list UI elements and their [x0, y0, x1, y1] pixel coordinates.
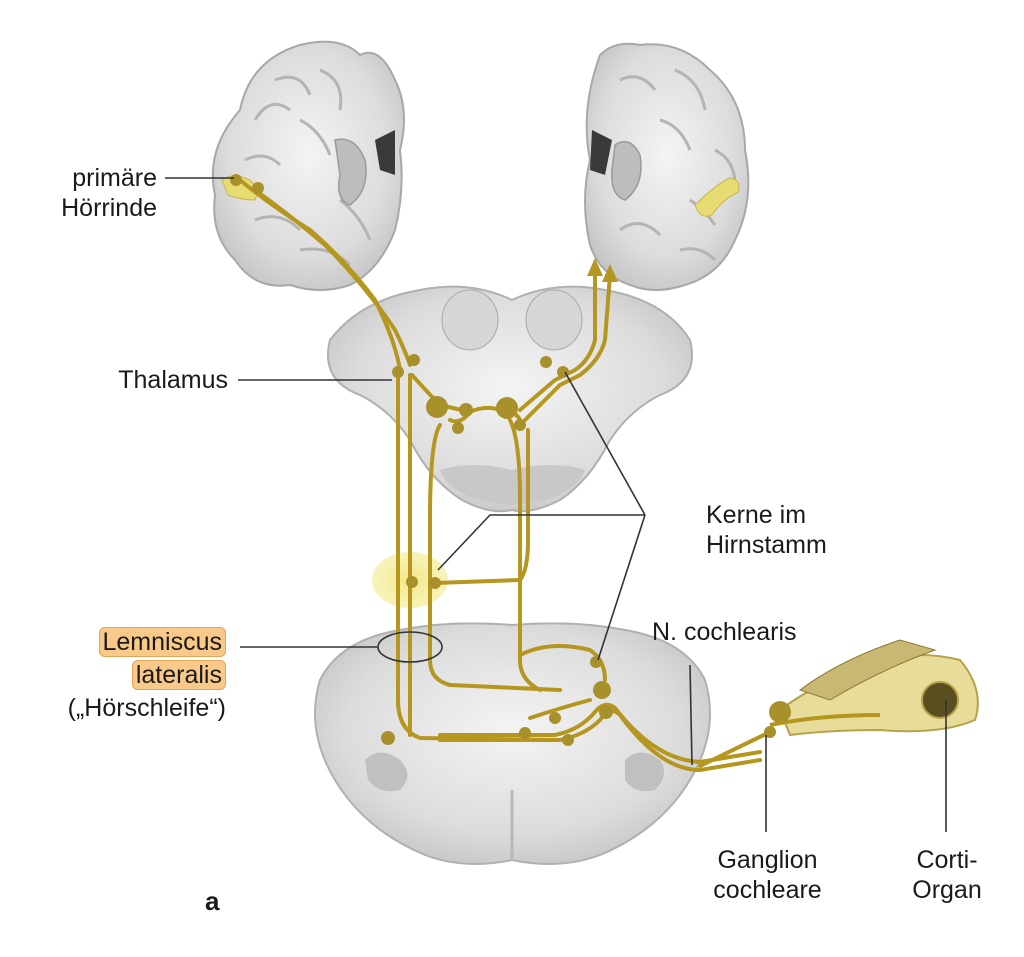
- pathway-arrowheads: [587, 258, 618, 282]
- cochlea-organ: [769, 639, 979, 737]
- medulla-section: [314, 622, 711, 865]
- label-thalamus: Thalamus: [118, 366, 228, 394]
- label-lemniscus-line1: Lemniscus: [98, 627, 226, 657]
- label-lemniscus: Lemniscus lateralis („Hörschleife“): [0, 627, 226, 723]
- nucleus-dot: [406, 576, 418, 588]
- nucleus-dot: [549, 712, 561, 724]
- nucleus-dot: [593, 681, 611, 699]
- label-primary-cortex-line1: primäre: [72, 164, 157, 192]
- nucleus-dot: [426, 396, 448, 418]
- panel-letter: a: [205, 886, 220, 916]
- label-lemniscus-line3: („Hörschleife“): [67, 694, 226, 722]
- label-lemniscus-line2: lateralis: [131, 660, 226, 690]
- nucleus-dot: [769, 701, 791, 723]
- label-brainstem-nuclei-line2: Hirnstamm: [706, 531, 827, 559]
- nucleus-dot: [252, 182, 264, 194]
- nucleus-dot: [562, 734, 574, 746]
- brain-section-right: [584, 42, 750, 291]
- auditory-tracts: [238, 178, 772, 773]
- nucleus-dot: [540, 356, 552, 368]
- brain-section-left: [211, 40, 405, 291]
- nucleus-dot: [514, 419, 526, 431]
- nucleus-dot: [392, 366, 404, 378]
- label-primary-cortex-line2: Hörrinde: [61, 194, 157, 222]
- nucleus-dot: [764, 726, 776, 738]
- nucleus-dot: [496, 397, 518, 419]
- label-corti-line1: Corti-: [916, 846, 978, 874]
- label-brainstem-nuclei: Kerne im Hirnstamm: [706, 500, 827, 560]
- nucleus-dot: [230, 174, 242, 186]
- nucleus-dot: [452, 422, 464, 434]
- label-corti-line2: Organ: [912, 876, 982, 904]
- nucleus-dot: [599, 705, 613, 719]
- nucleus-dot: [408, 354, 420, 366]
- label-cochlear-nerve: N. cochlearis: [652, 618, 797, 646]
- nucleus-dot: [519, 727, 531, 739]
- leader-lines: [165, 177, 947, 832]
- label-ganglion-line2: cochleare: [713, 876, 822, 904]
- nucleus-dot: [590, 656, 602, 668]
- label-corti: Corti- Organ: [900, 845, 994, 905]
- label-primary-cortex: primäre Hörrinde: [0, 163, 157, 223]
- nucleus-dot: [381, 731, 395, 745]
- label-ganglion: Ganglion cochleare: [700, 845, 835, 905]
- nucleus-dot: [459, 403, 473, 417]
- label-ganglion-line1: Ganglion: [717, 846, 818, 874]
- label-brainstem-nuclei-line1: Kerne im: [706, 501, 807, 529]
- nucleus-dot: [429, 577, 441, 589]
